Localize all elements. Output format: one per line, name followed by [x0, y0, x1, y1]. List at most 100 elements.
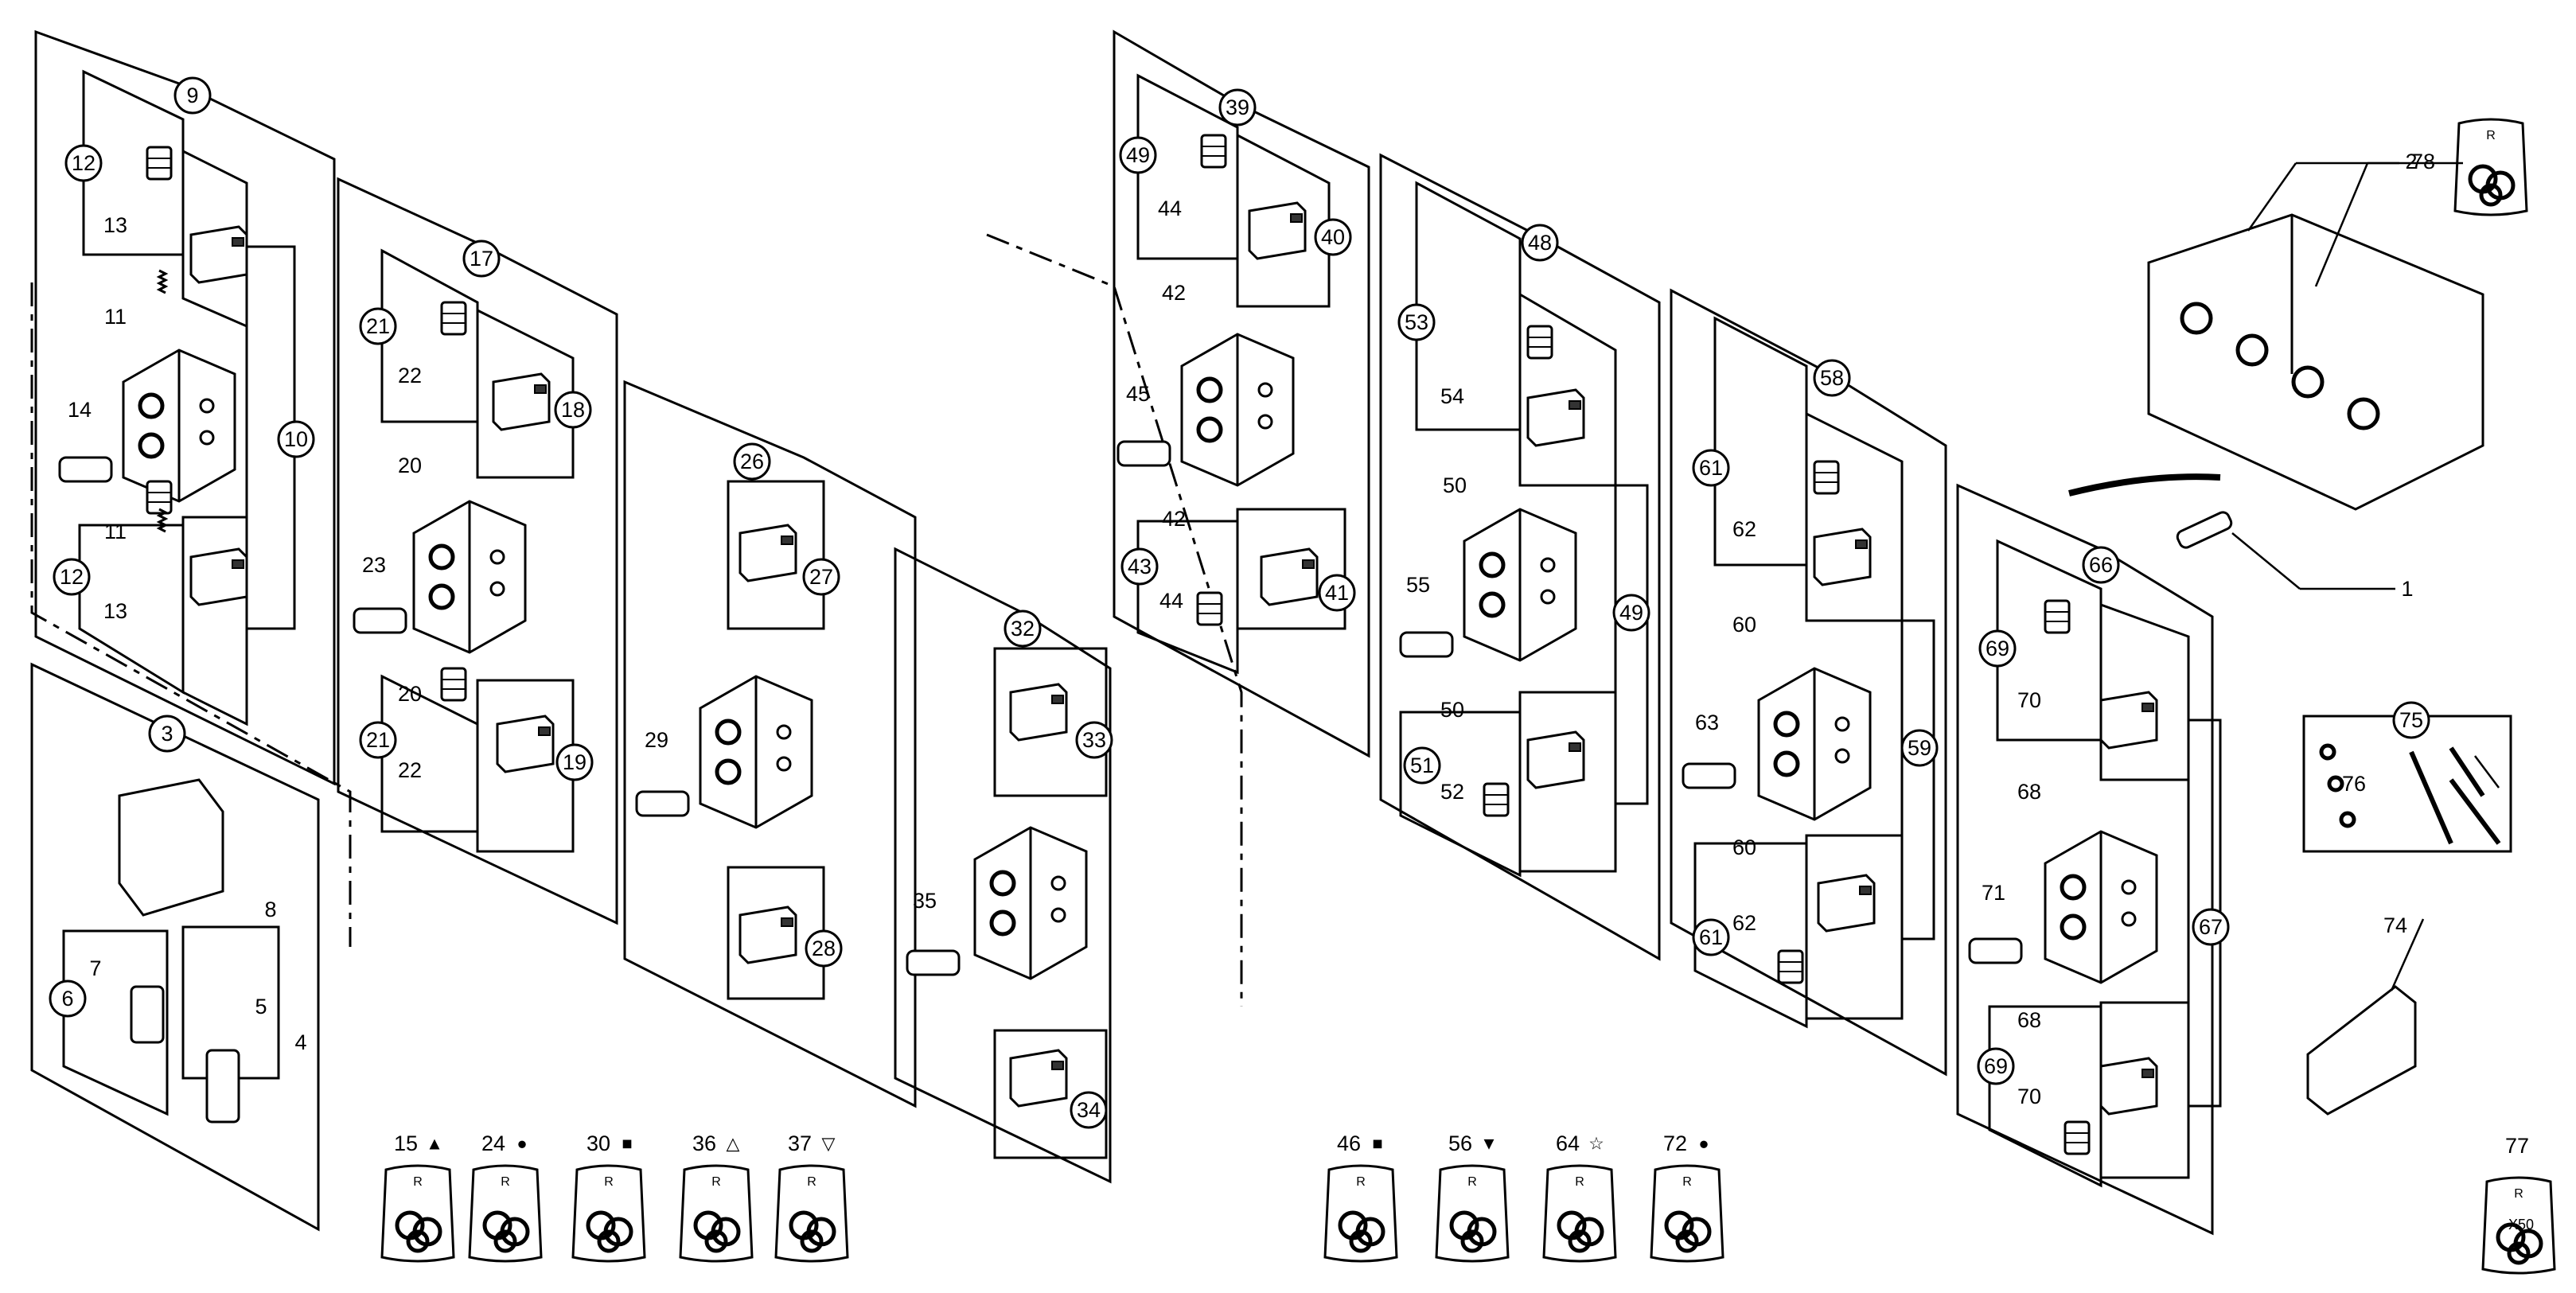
svg-text:12: 12 — [60, 565, 84, 589]
label-4: 4 — [294, 1030, 306, 1054]
label-70: 70 — [2017, 688, 2041, 712]
callout-12: 12 — [53, 558, 91, 596]
callout-69: 69 — [1977, 1047, 2015, 1085]
label-11: 11 — [104, 305, 127, 329]
label-7: 7 — [89, 956, 101, 980]
callout-61: 61 — [1692, 449, 1730, 487]
svg-text:●: ● — [1698, 1134, 1709, 1154]
svg-text:27: 27 — [809, 565, 833, 589]
svg-text:■: ■ — [622, 1134, 632, 1154]
svg-text:24: 24 — [481, 1131, 505, 1155]
svg-text:▽: ▽ — [822, 1134, 836, 1154]
label-68: 68 — [2017, 780, 2041, 804]
svg-text:10: 10 — [284, 427, 308, 451]
svg-text:21: 21 — [366, 314, 390, 338]
kit-caption-56: 56▼ — [1448, 1131, 1498, 1155]
label-20: 20 — [398, 682, 422, 706]
kit-bag-30 — [573, 1166, 645, 1261]
label-68: 68 — [2017, 1008, 2041, 1032]
kit-bag-64 — [1544, 1166, 1615, 1261]
label-22: 22 — [398, 758, 422, 782]
kit-caption-15: 15 ▲ — [394, 1131, 443, 1155]
svg-text:●: ● — [516, 1134, 527, 1154]
svg-text:19: 19 — [563, 750, 587, 774]
svg-text:△: △ — [727, 1134, 740, 1154]
callout-32: 32 — [1004, 610, 1042, 648]
svg-text:3: 3 — [161, 722, 173, 746]
callout-10: 10 — [277, 420, 315, 458]
end-cover-3 — [118, 778, 224, 917]
kit-bag-36 — [680, 1166, 752, 1261]
label-71: 71 — [1982, 881, 2005, 905]
svg-text:☆: ☆ — [1588, 1134, 1604, 1154]
svg-text:43: 43 — [1128, 555, 1152, 578]
group-subboxes — [62, 69, 2222, 1188]
group-callouts: 9 12 10 12 3 6 17 21 18 21 19 26 27 28 3… — [49, 76, 2430, 1129]
label-1: 1 — [2401, 577, 2413, 601]
callout-28: 28 — [805, 929, 843, 968]
callout-33: 33 — [1075, 721, 1113, 759]
label-50: 50 — [1443, 473, 1467, 497]
kit-bag-37 — [776, 1166, 848, 1261]
assembled-valve — [2147, 213, 2484, 511]
label-63: 63 — [1695, 711, 1719, 734]
kit-caption-72: 72 ● — [1663, 1131, 1709, 1155]
svg-text:32: 32 — [1011, 617, 1035, 641]
svg-text:26: 26 — [740, 450, 764, 473]
kit-bag-56 — [1436, 1166, 1508, 1261]
label-74: 74 — [2383, 913, 2407, 937]
label-42: 42 — [1162, 281, 1186, 305]
svg-text:12: 12 — [72, 151, 95, 175]
svg-text:66: 66 — [2089, 553, 2113, 577]
kit-bag-15 — [382, 1166, 454, 1261]
callout-75: 75 — [2392, 701, 2430, 739]
label-62: 62 — [1732, 517, 1756, 541]
svg-text:49: 49 — [1619, 601, 1643, 625]
svg-text:69: 69 — [1984, 1054, 2008, 1078]
svg-text:53: 53 — [1405, 310, 1428, 334]
label-60: 60 — [1732, 613, 1756, 637]
label-50: 50 — [1440, 698, 1464, 722]
label-70: 70 — [2017, 1085, 2041, 1108]
svg-text:40: 40 — [1321, 225, 1345, 249]
label-8: 8 — [264, 898, 276, 921]
callout-53: 53 — [1397, 303, 1436, 341]
kit-bag-78 — [2455, 119, 2527, 215]
label-45: 45 — [1126, 382, 1150, 406]
kit-caption-30: 30■ — [587, 1131, 633, 1155]
svg-text:75: 75 — [2399, 708, 2423, 732]
callout-51: 51 — [1403, 746, 1441, 785]
kit-bag-72 — [1651, 1166, 1723, 1261]
callout-17: 17 — [462, 240, 501, 278]
svg-text:48: 48 — [1528, 231, 1552, 255]
callout-41: 41 — [1318, 574, 1356, 612]
label-55: 55 — [1406, 573, 1430, 597]
label-77: 77 — [2505, 1134, 2529, 1158]
svg-text:17: 17 — [470, 247, 493, 271]
svg-text:21: 21 — [366, 728, 390, 752]
kit77-x50-text: X50 — [2508, 1217, 2534, 1233]
group-frames — [30, 29, 2512, 1236]
group-labels: 13 11 14 11 13 7 8 5 4 22 20 23 20 22 29… — [68, 150, 2534, 1233]
callout-3: 3 — [148, 715, 186, 753]
svg-text:59: 59 — [1908, 736, 1931, 760]
group-parts — [58, 119, 2555, 1293]
label-44: 44 — [1159, 589, 1183, 613]
svg-text:61: 61 — [1699, 925, 1723, 949]
label-20: 20 — [398, 454, 422, 477]
svg-text:15: 15 — [394, 1131, 418, 1155]
label-2: 2 — [2405, 150, 2417, 173]
valve-section-26 — [700, 676, 812, 828]
kit-bag-46 — [1325, 1166, 1397, 1261]
label-52: 52 — [1440, 780, 1464, 804]
valve-section-9 — [123, 350, 235, 501]
callout-9: 9 — [173, 76, 212, 115]
svg-text:41: 41 — [1325, 581, 1349, 605]
label-23: 23 — [362, 553, 386, 577]
kit-bag-24 — [470, 1166, 541, 1261]
svg-text:72: 72 — [1663, 1131, 1687, 1155]
callout-19: 19 — [555, 743, 594, 781]
svg-text:▲: ▲ — [426, 1134, 443, 1154]
kit-caption-37: 37▽ — [788, 1131, 836, 1155]
